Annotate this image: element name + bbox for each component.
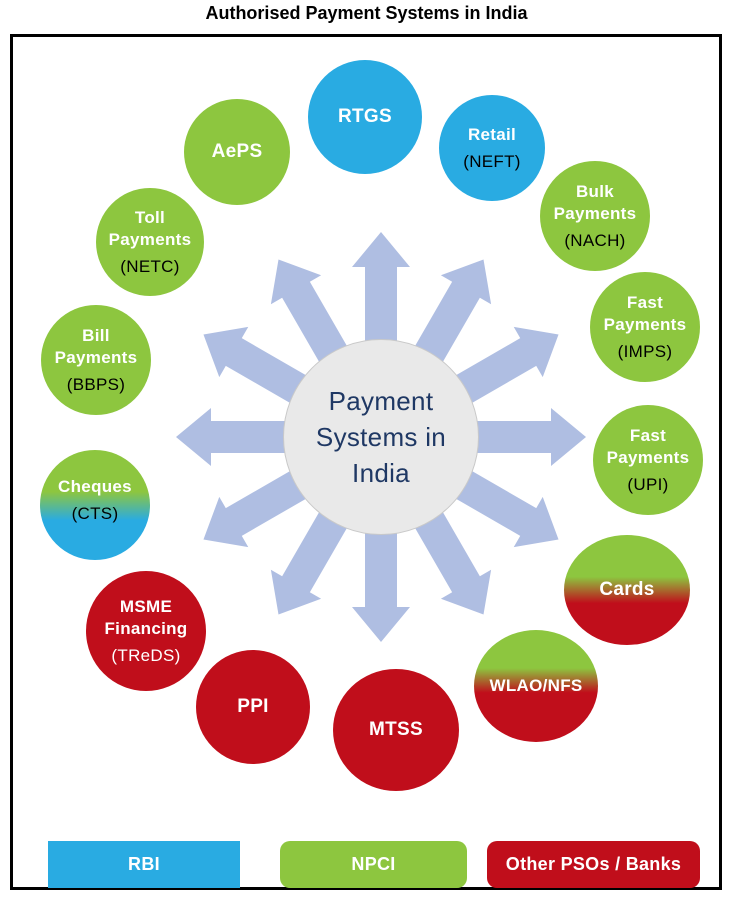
node-title: Toll Payments (108, 208, 192, 249)
node-title: RTGS (338, 106, 392, 127)
node-subtitle: (UPI) (627, 475, 669, 494)
legend-npci-label: NPCI (351, 854, 396, 874)
node-rtgs: RTGS (308, 60, 422, 174)
node-title: Cards (599, 579, 655, 600)
legend-other-label: Other PSOs / Banks (505, 854, 682, 874)
node-title: AePS (211, 141, 263, 162)
node-title: WLAO/NFS (489, 676, 583, 695)
node-subtitle: (NEFT) (463, 152, 521, 171)
node-ppi: PPI (196, 650, 310, 764)
node-subtitle: (BBPS) (66, 375, 126, 394)
node-toll-payments-netc: Toll Payments (NETC) (96, 188, 204, 296)
node-subtitle: (IMPS) (617, 342, 673, 361)
node-wlao-nfs: WLAO/NFS (474, 630, 598, 742)
node-title: MTSS (369, 719, 423, 740)
node-title: Cheques (58, 477, 132, 496)
node-bill-payments-bbps: Bill Payments (BBPS) (41, 305, 151, 415)
node-title: Bill Payments (54, 326, 138, 367)
node-retail-neft: Retail (NEFT) (439, 95, 545, 201)
node-title: Fast Payments (606, 426, 690, 467)
node-title: Bulk Payments (553, 182, 637, 223)
center-label: Payment Systems in India (315, 386, 447, 488)
node-title: MSME Financing (104, 597, 188, 638)
node-subtitle: (CTS) (71, 504, 119, 523)
diagram-frame (10, 34, 722, 890)
node-title: PPI (237, 696, 269, 717)
legend-rbi-label: RBI (128, 854, 160, 874)
legend-rbi: RBI (48, 841, 240, 888)
node-bulk-payments-nach: Bulk Payments (NACH) (540, 161, 650, 271)
legend-other-psos-banks: Other PSOs / Banks (487, 841, 700, 888)
node-cheques-cts: Cheques (CTS) (40, 450, 150, 560)
node-subtitle: (NETC) (120, 257, 180, 276)
node-subtitle: (TReDS) (111, 646, 181, 665)
node-title: Fast Payments (603, 293, 687, 334)
node-aeps: AePS (184, 99, 290, 205)
page-title: Authorised Payment Systems in India (205, 3, 528, 23)
node-msme-financing-treds: MSME Financing (TReDS) (86, 571, 206, 691)
node-subtitle: (NACH) (564, 231, 626, 250)
node-cards: Cards (564, 535, 690, 645)
node-fast-payments-imps: Fast Payments (IMPS) (590, 272, 700, 382)
node-mtss: MTSS (333, 669, 459, 791)
node-title: Retail (467, 125, 517, 144)
node-fast-payments-upi: Fast Payments (UPI) (593, 405, 703, 515)
center-circle: Payment Systems in India (283, 339, 479, 535)
legend-npci: NPCI (280, 841, 467, 888)
